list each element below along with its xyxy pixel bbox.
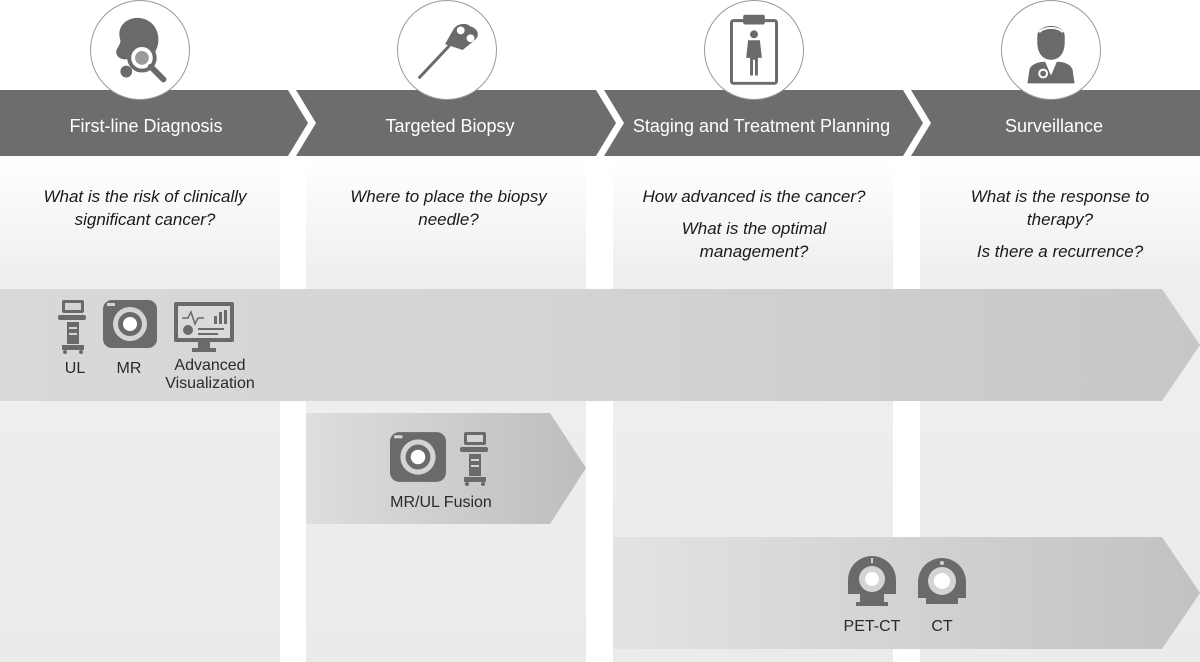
step-label-2: Targeted Biopsy <box>385 116 515 136</box>
step-circle-1 <box>90 0 190 100</box>
clipboard-body-icon <box>729 14 779 85</box>
monitor-visualization-icon <box>174 302 234 352</box>
magnifier-organ-icon <box>116 17 167 83</box>
question-3-text-a: How advanced is the cancer? <box>642 187 866 206</box>
modality-label-mr: MR <box>116 360 142 377</box>
modality-label-ul: UL <box>64 360 86 377</box>
step-label-3: Staging and Treatment Planning <box>632 116 891 136</box>
pet-ct-scanner-icon <box>844 552 900 608</box>
step-circle-4 <box>1001 0 1101 100</box>
band-arrow-biopsy <box>306 413 586 524</box>
chevron-step-3 <box>604 90 923 156</box>
chevron-step-1 <box>0 90 308 156</box>
question-3-text-b: What is the optimal management? <box>681 219 827 261</box>
step-label-4: Surveillance <box>1004 116 1104 136</box>
chevron-step-2 <box>296 90 616 156</box>
question-4-text-b: Is there a recurrence? <box>976 242 1144 261</box>
modality-label-pet-ct: PET-CT <box>843 618 901 635</box>
biopsy-needle-icon <box>418 23 478 79</box>
process-arrow-band <box>0 90 1200 156</box>
column-bg-2 <box>306 160 586 662</box>
ultrasound-icon <box>458 432 490 486</box>
mr-scanner-icon <box>390 432 446 482</box>
question-1-text: What is the risk of clinically significa… <box>43 187 247 229</box>
modality-label-mr-ul-fusion: MR/UL Fusion <box>390 494 492 511</box>
modality-label-advanced-visualization: Advanced Visualization <box>165 357 255 392</box>
ultrasound-icon <box>56 300 88 354</box>
question-2-text: Where to place the biopsy needle? <box>350 187 547 229</box>
doctor-icon <box>1027 25 1075 84</box>
question-4: What is the response to therapy? Is ther… <box>948 185 1172 263</box>
step-circle-3 <box>704 0 804 100</box>
step-circle-2 <box>397 0 497 100</box>
band-arrow-first-line <box>0 289 1200 401</box>
question-2: Where to place the biopsy needle? <box>336 185 561 231</box>
question-3: How advanced is the cancer? What is the … <box>630 185 878 263</box>
column-bg-1 <box>0 160 280 662</box>
question-1: What is the risk of clinically significa… <box>20 185 270 231</box>
modality-label-ct: CT <box>931 618 953 635</box>
question-4-text-a: What is the response to therapy? <box>970 187 1150 229</box>
chevron-step-4 <box>911 90 1200 156</box>
ct-scanner-icon <box>914 554 970 606</box>
mr-scanner-icon <box>103 300 157 348</box>
step-label-1: First-line Diagnosis <box>69 116 223 136</box>
band-arrow-staging <box>613 537 1200 649</box>
